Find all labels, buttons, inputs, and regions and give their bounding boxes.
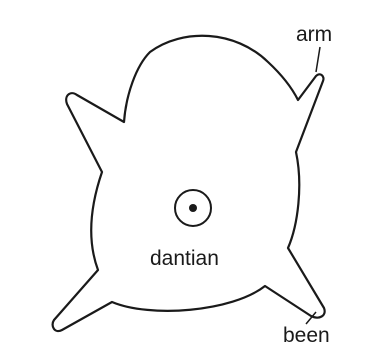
body-silhouette <box>53 36 325 331</box>
dantian-dot <box>189 204 197 212</box>
arm-leader-line <box>316 47 320 72</box>
been-label: been <box>283 325 330 346</box>
dantian-label: dantian <box>150 248 219 269</box>
arm-label: arm <box>296 24 332 45</box>
